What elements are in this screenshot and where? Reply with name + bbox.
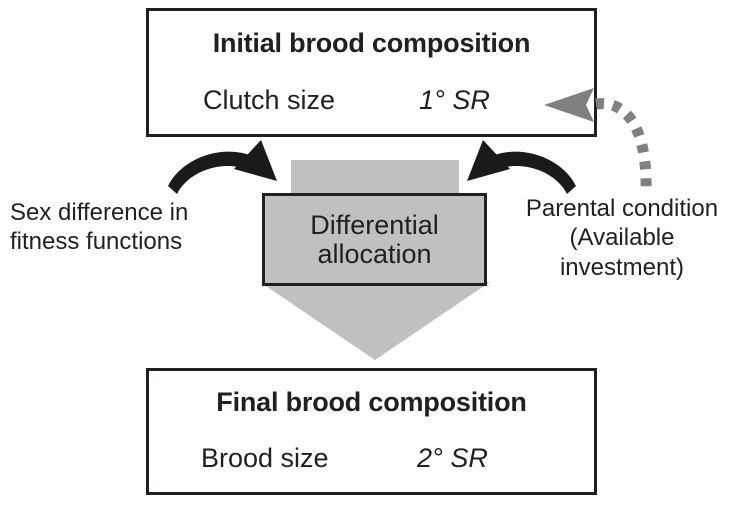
sex-difference-caption: Sex difference in fitness functions [10,198,246,257]
sex-difference-caption-line-2: fitness functions [10,228,183,256]
initial-brood-composition-box: Initial brood composition Clutch size 1°… [146,8,597,137]
initial-brood-composition-title: Initial brood composition [212,28,531,58]
clutch-size-label: Clutch size [203,85,336,115]
curved-arrow-up-right-icon [168,140,277,194]
final-brood-composition-box: Final brood composition Brood size 2° SR [146,368,597,495]
differential-allocation-box: Differential allocation [262,193,487,286]
parental-condition-caption-line-2: (Available [569,224,675,252]
primary-sex-ratio-label: 1° SR [419,85,490,115]
differential-allocation-line-1: Differential [310,209,439,240]
parental-condition-caption-line-3: investment) [559,253,685,281]
secondary-sex-ratio-label: 2° SR [417,443,488,473]
brood-size-label: Brood size [201,443,329,473]
dotted-curved-arrow-left-icon [544,88,652,195]
final-brood-composition-title: Final brood composition [216,387,527,417]
initial-brood-composition-row: Clutch size 1° SR [149,85,594,119]
final-brood-composition-row: Brood size 2° SR [149,443,594,477]
curved-arrow-up-left-icon [467,140,576,194]
parental-condition-caption-line-1: Parental condition [525,195,719,222]
differential-allocation-line-2: allocation [317,238,432,269]
parental-condition-caption: Parental condition (Available investment… [500,194,744,282]
sex-difference-caption-line-1: Sex difference in [10,199,189,226]
